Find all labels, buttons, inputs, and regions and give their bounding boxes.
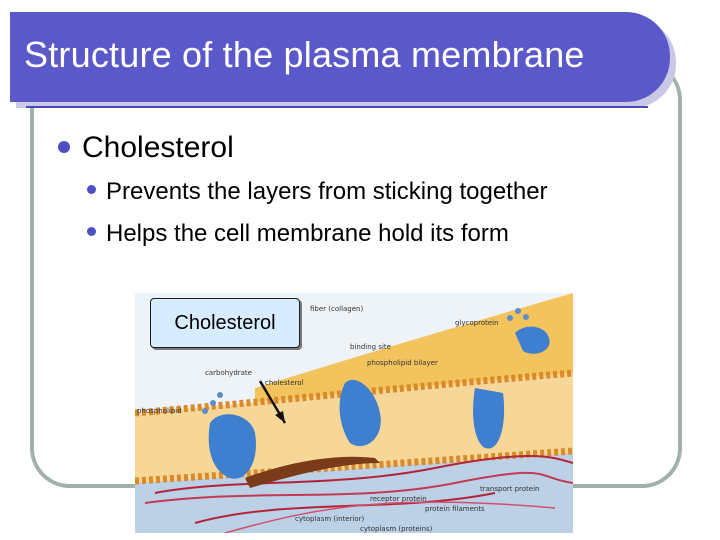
label-phospholipid: phospholipid [137,407,182,415]
label-binding-site: binding site [350,343,391,351]
label-receptor-protein: receptor protein [370,495,427,503]
label-protein-filaments: protein filaments [425,505,485,513]
slide-title: Structure of the plasma membrane [24,34,585,75]
label-phospholipid-bilayer: phospholipid bilayer [367,359,438,367]
bullet-dot-icon [87,227,96,237]
bullet-dot-icon [58,141,70,154]
label-glycoprotein: glycoprotein [455,319,499,327]
title-bar: Structure of the plasma membrane [10,12,670,108]
label-carbohydrate: carbohydrate [205,369,252,377]
label-cytoplasm-proteins: cytoplasm (proteins) [360,525,433,533]
label-transport-protein: transport protein [480,485,539,493]
label-cholesterol: cholesterol [265,379,304,387]
subbullet-text: Helps the cell membrane hold its form [106,220,509,247]
title-underline [26,106,648,108]
subbullet-text: Prevents the layers from sticking togeth… [106,178,548,205]
bullet-cholesterol: Cholesterol [58,131,234,165]
bullet-text: Cholesterol [82,131,234,164]
subbullet-1: Prevents the layers from sticking togeth… [87,178,548,206]
cholesterol-callout: Cholesterol [150,298,300,348]
subbullet-2: Helps the cell membrane hold its form [87,220,509,248]
label-fiber: fiber (collagen) [310,305,363,313]
bullet-dot-icon [87,185,96,195]
label-cytoplasm-interior: cytoplasm (interior) [295,515,365,523]
